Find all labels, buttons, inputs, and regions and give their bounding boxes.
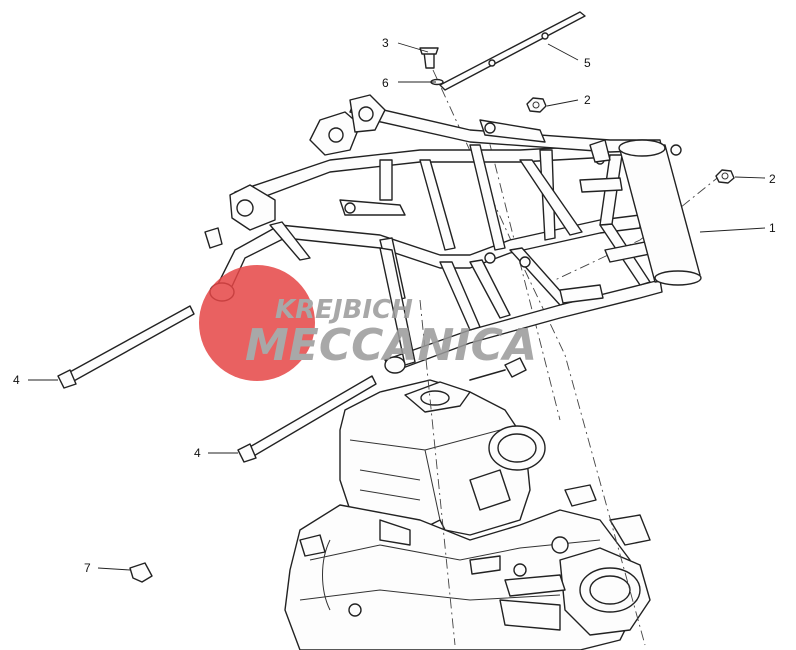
callout-nut-right: 2: [769, 172, 776, 186]
callout-nut-top: 2: [584, 93, 591, 107]
nut-part-right: [715, 169, 735, 184]
callout-washer: 6: [382, 76, 389, 90]
callout-plate: 5: [584, 56, 591, 70]
screw-part: [419, 47, 439, 69]
bushing-part: [129, 562, 153, 583]
callout-labels: 3 6 5 2 2 1 4 4 7: [13, 36, 776, 575]
watermark-line2: MECCANICA: [245, 320, 537, 371]
watermark-logo: KREJBICH MECCANICA: [199, 265, 537, 381]
nut-part-top: [526, 97, 547, 113]
engine-block: [284, 379, 651, 650]
watermark-line1: KREJBICH: [275, 295, 413, 325]
leader-lines: [28, 42, 766, 571]
callout-screw: 3: [382, 36, 389, 50]
callout-bolt-upper: 4: [13, 373, 20, 387]
callout-bushing: 7: [84, 561, 91, 575]
trellis-frame: [204, 94, 702, 374]
plate-part: [439, 11, 586, 91]
sensor-part: [469, 357, 527, 381]
callout-bolt-lower: 4: [194, 446, 201, 460]
long-bolt-upper: [57, 305, 195, 389]
long-bolt-lower: [237, 375, 377, 463]
callout-frame: 1: [769, 221, 776, 235]
watermark-circle: [199, 265, 315, 381]
